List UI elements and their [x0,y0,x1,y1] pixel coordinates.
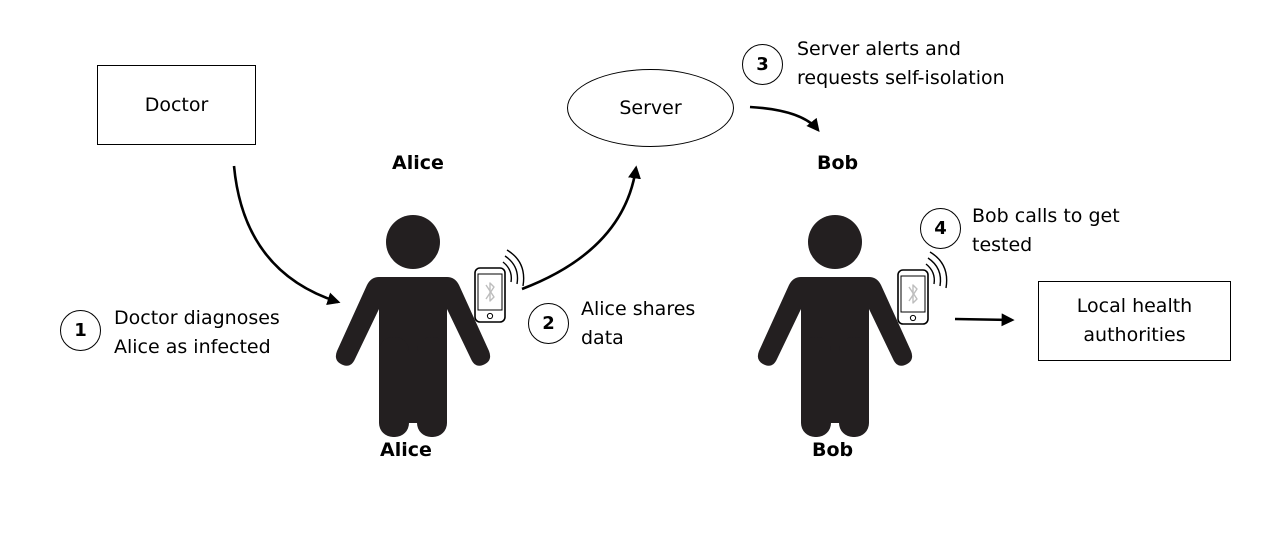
step-2-text-line2: data [581,327,624,349]
arrow-bob-to-authorities [954,313,1015,327]
step-1-text-line2: Alice as infected [114,336,271,358]
local-health-authorities-box: Local health authorities [1038,281,1231,361]
alice-name-bottom: Alice [380,439,432,461]
step-2-text-line1: Alice shares [581,298,696,320]
doctor-label: Doctor [144,93,209,116]
bob-name: Bob [817,152,859,174]
step-4-text-line2: tested [972,234,1033,256]
step-3-badge: 3 [742,44,783,85]
doctor-box: Doctor [97,65,256,145]
local-health-label-line2: authorities [1083,324,1186,346]
step-3-text-line1: Server alerts and [797,38,961,60]
arrow-alice-to-server [521,165,641,291]
server-ellipse: Server [567,69,734,147]
bob-person-icon [757,215,913,437]
arrow-doctor-to-alice [232,165,341,306]
step-1-text-line1: Doctor diagnoses [114,307,280,329]
step-2-badge: 2 [528,303,569,344]
bob-smartphone-icon [897,251,948,325]
alice-person-icon [335,215,491,437]
alice-smartphone-icon [474,249,525,323]
alice-name: Alice [392,152,444,174]
local-health-label-line1: Local health [1076,295,1193,317]
step-4-text-line1: Bob calls to get [972,205,1120,227]
bob-name-bottom: Bob [812,439,854,461]
step-1-badge: 1 [60,310,101,351]
server-label: Server [619,97,682,119]
step-4-badge: 4 [920,208,961,249]
step-3-text-line2: requests self-isolation [797,67,1005,89]
arrow-server-to-bob [749,105,820,133]
